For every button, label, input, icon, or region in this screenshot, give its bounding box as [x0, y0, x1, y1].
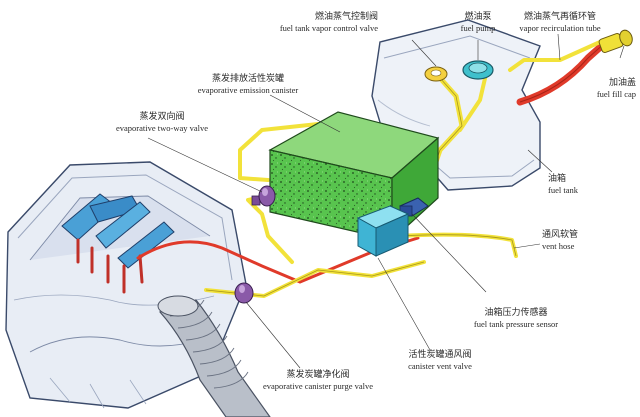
fuel-fill-cap — [598, 29, 633, 53]
two-way-valve — [251, 185, 276, 207]
label-fuel-tank: 油箱 fuel tank — [548, 174, 578, 195]
label-fuel-pump: 燃油泵 fuel pump — [460, 12, 496, 33]
canister-vent-valve — [356, 205, 410, 257]
fuel-pump — [462, 60, 494, 80]
fuel-injector-rails — [61, 193, 175, 294]
leader-lines — [147, 33, 625, 369]
label-vapor-recirculation-tube: 燃油蒸气再循环管 vapor recirculation tube — [519, 12, 601, 33]
evaporative-canister — [268, 111, 440, 242]
vapor-line-shade — [519, 41, 607, 103]
label-tank-vapor-control-valve: 燃油蒸气控制阀 fuel tank vapor control valve — [279, 12, 378, 33]
label-tank-pressure-sensor: 油箱压力传感器 fuel tank pressure sensor — [473, 308, 559, 329]
label-evaporative-canister: 蒸发排放活性炭罐 evaporative emission canister — [197, 74, 299, 95]
label-two-way-valve: 蒸发双向阀 evaporative two-way valve — [115, 112, 209, 133]
purge-valve — [234, 282, 254, 304]
label-vent-hose: 通风软管 vent hose — [542, 230, 579, 251]
label-purge-valve: 蒸发炭罐净化阀 evaporative canister purge valve — [262, 370, 374, 391]
label-canister-vent-valve: 活性炭罐通风阀 canister vent valve — [408, 350, 472, 371]
intake-hose — [157, 295, 271, 417]
label-fuel-fill-cap: 加油盖 fuel fill cap — [596, 78, 636, 99]
tank-vapor-control-valve — [424, 66, 448, 82]
